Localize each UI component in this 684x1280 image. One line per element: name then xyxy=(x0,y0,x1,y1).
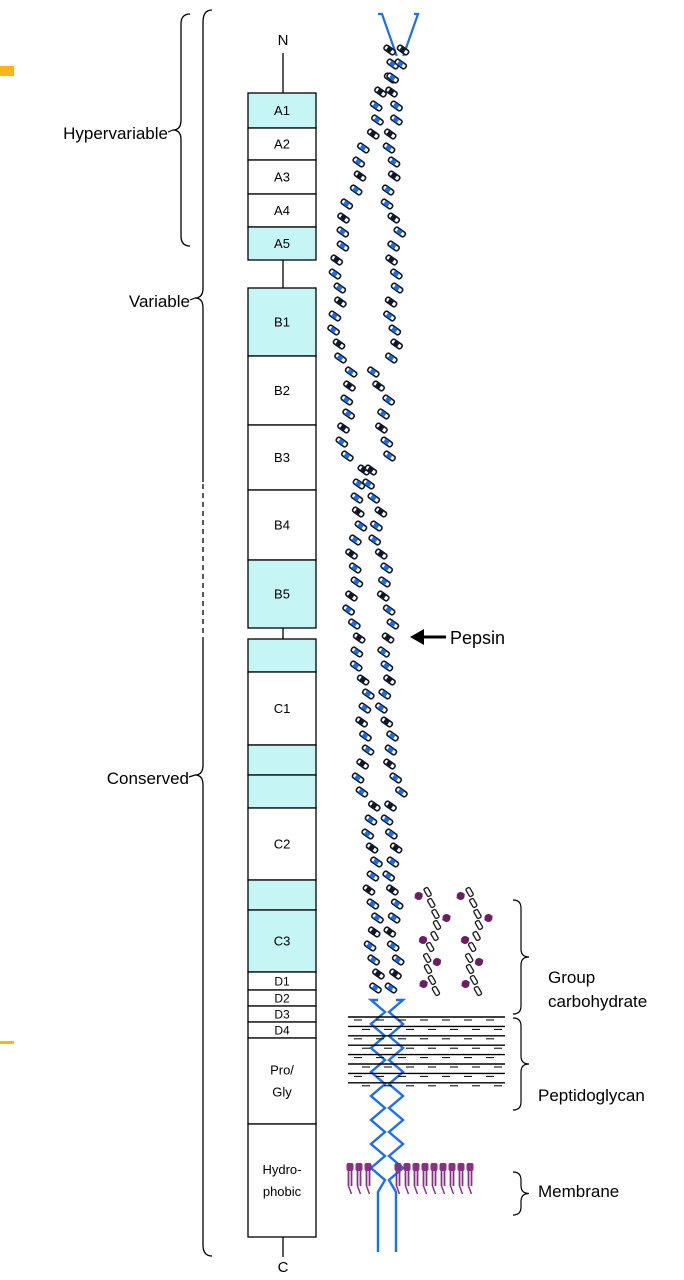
variable-brace xyxy=(195,10,212,482)
c-terminal-label: C xyxy=(278,1259,289,1276)
segment-label: C3 xyxy=(274,934,291,949)
segment-d2: D2 xyxy=(248,990,316,1006)
segment-label: A4 xyxy=(274,203,290,218)
segment-unlabeled-12 xyxy=(248,745,316,775)
segment-label: B4 xyxy=(274,518,290,533)
conserved-label: Conserved xyxy=(107,769,189,788)
segment-d1: D1 xyxy=(248,972,316,990)
segment-b5: B5 xyxy=(248,560,316,628)
segment-pro: Pro/Gly xyxy=(248,1038,316,1124)
segment-unlabeled-10 xyxy=(248,639,316,672)
variable-label: Variable xyxy=(129,292,190,311)
segment-c2: C2 xyxy=(248,808,316,880)
segment-unlabeled-13 xyxy=(248,775,316,808)
segment-b1: B1 xyxy=(248,288,316,356)
segment-b3: B3 xyxy=(248,425,316,490)
segment-label: D2 xyxy=(274,991,290,1005)
segment-label: B1 xyxy=(274,315,290,330)
group-carbohydrate-label: Groupcarbohydrate xyxy=(548,968,647,1011)
alpha-helix-coiled-coil xyxy=(327,14,418,1252)
segment-b4: B4 xyxy=(248,490,316,560)
pepsin-label: Pepsin xyxy=(450,628,505,648)
pepsin-arrow xyxy=(410,629,446,645)
segment-label: A3 xyxy=(274,170,290,185)
peptidoglycan-label: Peptidoglycan xyxy=(538,1086,645,1105)
membrane-lipids xyxy=(347,1163,474,1194)
segment-unlabeled-15 xyxy=(248,880,316,910)
segment-a1: A1 xyxy=(248,93,316,128)
orange-accent-mark-bottom xyxy=(0,1041,14,1044)
segment-b2: B2 xyxy=(248,356,316,425)
orange-accent-mark-top xyxy=(0,66,14,76)
segment-label: B5 xyxy=(274,587,290,602)
peptidoglycan-brace xyxy=(513,1018,529,1110)
conserved-brace xyxy=(195,640,212,1256)
peptidoglycan-layer xyxy=(348,1017,505,1086)
carbohydrate-brace xyxy=(513,900,529,1014)
segment-label: D3 xyxy=(274,1007,290,1021)
segment-a2: A2 xyxy=(248,128,316,160)
membrane-label: Membrane xyxy=(538,1182,619,1201)
segment-hydro: Hydro-phobic xyxy=(248,1124,316,1237)
segment-c3: C3 xyxy=(248,910,316,972)
segment-label: A1 xyxy=(274,103,290,118)
segment-d4: D4 xyxy=(248,1022,316,1038)
segment-label: B3 xyxy=(274,450,290,465)
group-carbohydrate-chains xyxy=(415,887,493,996)
segment-label: B2 xyxy=(274,383,290,398)
segment-label: A5 xyxy=(274,236,290,251)
right-braces xyxy=(513,900,529,1215)
n-terminal-label: N xyxy=(278,32,289,49)
segment-a3: A3 xyxy=(248,160,316,194)
segment-bar: A1A2A3A4A5B1B2B3B4B5C1C2C3D1D2D3D4Pro/Gl… xyxy=(248,93,316,1237)
segment-label: A2 xyxy=(274,137,290,152)
segment-a5: A5 xyxy=(248,227,316,260)
hypervariable-brace xyxy=(173,14,190,246)
segment-label: C1 xyxy=(274,701,291,716)
membrane-brace xyxy=(513,1172,529,1215)
segment-label: C2 xyxy=(274,837,291,852)
segment-label: D1 xyxy=(274,974,290,988)
segment-c1: C1 xyxy=(248,672,316,745)
region-braces xyxy=(173,10,212,1256)
segment-d3: D3 xyxy=(248,1006,316,1022)
segment-a4: A4 xyxy=(248,194,316,227)
segment-label: D4 xyxy=(274,1023,290,1037)
hypervariable-label: Hypervariable xyxy=(63,124,168,143)
